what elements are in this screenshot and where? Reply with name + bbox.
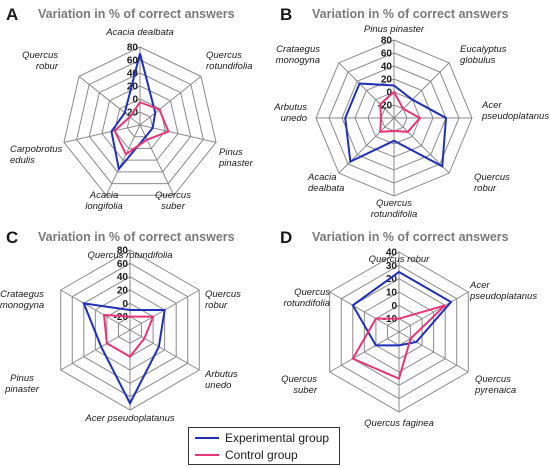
category-label-quercus-rotundifolia: Quercus rotundifolia <box>87 250 172 261</box>
tick-label: 20 <box>381 75 393 86</box>
grid-spoke <box>139 75 202 126</box>
tick-label: 80 <box>381 36 393 47</box>
legend-label-experimental: Experimental group <box>225 431 330 445</box>
tick-label: 0 <box>391 301 397 312</box>
legend-item-experimental: Experimental group <box>195 430 329 446</box>
legend-label-control: Control group <box>225 448 298 462</box>
tick-label: 80 <box>127 43 139 54</box>
tick-label: 80 <box>117 246 129 257</box>
tick-label: 40 <box>386 248 398 259</box>
panel-letter: A <box>6 5 18 24</box>
tick-label: 20 <box>127 82 139 93</box>
grid-ring <box>88 72 192 173</box>
panel-title: Variation in % of correct answers <box>312 230 509 244</box>
category-label-acer-pseudoplatanus: Acer pseudoplatanus <box>84 413 175 424</box>
grid-spoke <box>393 62 450 119</box>
tick-label: 10 <box>386 288 398 299</box>
grid-spoke <box>329 331 400 373</box>
tick-label: -20 <box>378 101 393 112</box>
grid-ring <box>76 59 204 185</box>
category-label-quercus-faginea: Quercus faginea <box>364 418 434 429</box>
series-experimental-group <box>82 302 166 406</box>
series-control-group <box>379 90 422 133</box>
tick-label: 0 <box>122 299 128 310</box>
panel-b: B Variation in % of correct answers 80 60 40… <box>273 5 549 220</box>
tick-label: -20 <box>114 312 129 323</box>
legend: Experimental group Control group <box>188 427 340 465</box>
category-label-quercus-robur: Quercus robur <box>369 254 431 265</box>
tick-label: 20 <box>117 286 129 297</box>
legend-swatch-experimental <box>195 437 219 439</box>
series-experimental-group <box>110 53 157 172</box>
category-label-acacia-dealbata: Acacia dealbata <box>105 27 174 38</box>
tick-label: 30 <box>386 261 398 272</box>
series-experimental-group <box>344 82 448 168</box>
grid-spoke <box>105 124 141 196</box>
tick-label: 60 <box>381 49 393 60</box>
panel-title: Variation in % of correct answers <box>312 7 509 21</box>
grid-spoke <box>129 329 200 371</box>
panel-a: A Variation in % of correct answers 80 60 40… <box>6 5 254 212</box>
grid-spoke <box>338 117 395 174</box>
legend-item-control: Control group <box>195 447 298 463</box>
grid-spoke <box>329 291 400 333</box>
grid-spoke <box>338 62 395 119</box>
panel-letter: C <box>6 228 18 247</box>
tick-label: -20 <box>124 108 139 119</box>
category-label-pinus-pinaster: Pinus pinaster <box>364 24 425 35</box>
grid-spoke <box>139 124 217 143</box>
grid-ring <box>126 111 154 138</box>
tick-label: 0 <box>132 95 138 106</box>
tick-label: 40 <box>127 69 139 80</box>
panel-letter: B <box>280 5 292 24</box>
series-control-group <box>351 304 446 381</box>
tick-label: 60 <box>117 259 129 270</box>
grid-spoke <box>60 289 131 331</box>
legend-swatch-control <box>195 454 219 456</box>
panel-c: C Variation in % of correct answers 80 60 40… <box>0 228 241 424</box>
grid-spoke <box>60 329 131 371</box>
panel-title: Variation in % of correct answers <box>38 230 235 244</box>
series-experimental-group <box>351 270 453 347</box>
panel-title: Variation in % of correct answers <box>38 7 235 21</box>
panel-letter: D <box>280 228 292 247</box>
tick-label: 40 <box>117 272 129 283</box>
panel-d: D Variation in % of correct answers 40 30 20… <box>280 228 537 429</box>
series-control-group <box>113 101 170 156</box>
tick-label: 40 <box>381 62 393 73</box>
series-control-group <box>102 313 155 358</box>
tick-label: 0 <box>386 88 392 99</box>
tick-label: 60 <box>127 56 139 67</box>
grid-spoke <box>63 124 141 143</box>
grid-ring <box>101 85 179 161</box>
tick-label: 20 <box>386 274 398 285</box>
grid-spoke <box>398 291 469 333</box>
grid-ring <box>63 46 217 196</box>
